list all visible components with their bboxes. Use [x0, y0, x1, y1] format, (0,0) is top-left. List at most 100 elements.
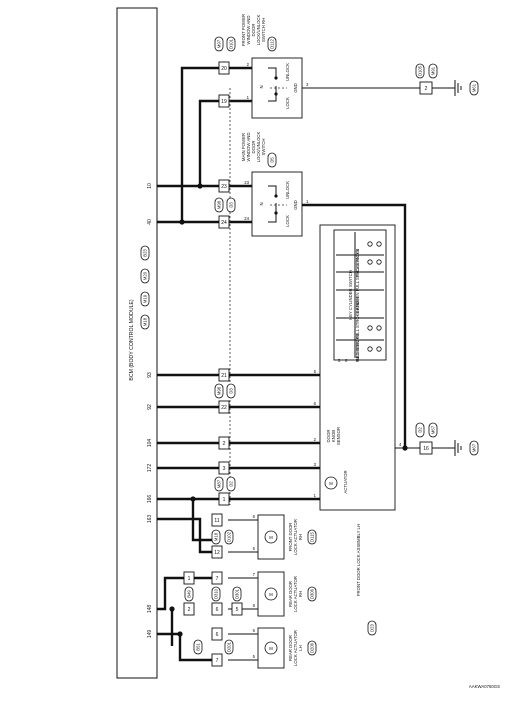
svg-text:LOCK: LOCK [285, 215, 290, 227]
svg-text:M: M [269, 592, 273, 597]
svg-text:M91: M91 [431, 66, 436, 75]
svg-text:FRONT POWER: FRONT POWER [241, 14, 246, 46]
svg-text:FULL STROKE: FULL STROKE [355, 249, 360, 278]
svg-text:LOCK ACTUATOR: LOCK ACTUATOR [293, 630, 298, 666]
front-switch-rh: 2 1 3 UNLOCK GND LOCK N FRONT POWER WIND… [241, 14, 309, 119]
svg-text:2: 2 [425, 86, 428, 92]
harness-rear-actuator-lh: 6 7 B51 D201 [193, 627, 234, 667]
svg-text:M98: M98 [217, 200, 222, 209]
svg-text:5: 5 [338, 358, 341, 363]
svg-text:1: 1 [247, 95, 250, 100]
svg-text:6: 6 [253, 514, 256, 519]
svg-text:N: N [355, 302, 360, 305]
svg-text:22: 22 [221, 405, 227, 411]
svg-text:23: 23 [244, 180, 249, 185]
contact-circle [376, 346, 382, 352]
svg-text:D201: D201 [227, 641, 232, 652]
svg-text:5: 5 [253, 546, 256, 551]
svg-text:D105: D105 [418, 65, 423, 76]
svg-text:7: 7 [253, 572, 256, 577]
svg-text:6: 6 [253, 603, 256, 608]
svg-text:4: 4 [399, 442, 402, 447]
svg-text:KNOB: KNOB [331, 430, 336, 442]
bcm-connector-pill: M19 [140, 291, 150, 307]
svg-text:M67: M67 [431, 425, 436, 434]
ground-icon [454, 440, 462, 456]
svg-text:6: 6 [314, 401, 317, 406]
harness-front-switch: 20 19 M97 D101 [214, 36, 236, 108]
svg-text:M97: M97 [217, 39, 222, 48]
bcm-terminal: 92 [147, 404, 153, 410]
svg-text:N: N [259, 202, 264, 205]
svg-text:M18: M18 [143, 317, 148, 326]
svg-text:D112: D112 [270, 38, 275, 48]
motor-icon [264, 587, 278, 601]
svg-text:D3: D3 [229, 202, 234, 208]
svg-text:D301: D301 [235, 588, 240, 599]
bcm-terminal: 149 [147, 630, 153, 639]
svg-text:7: 7 [216, 576, 219, 582]
svg-text:UNLOCK: UNLOCK [285, 63, 290, 81]
svg-text:KEY CYLINDER SWITCH: KEY CYLINDER SWITCH [348, 270, 353, 320]
svg-text:M18: M18 [214, 532, 219, 541]
contact-circle [367, 325, 373, 331]
svg-text:2: 2 [247, 62, 250, 67]
svg-text:WINDOW AND: WINDOW AND [246, 133, 251, 162]
svg-text:6: 6 [216, 607, 219, 613]
svg-text:RH: RH [298, 591, 303, 597]
svg-text:3: 3 [223, 466, 226, 472]
svg-text:M98: M98 [217, 386, 222, 395]
svg-text:LOCK: LOCK [285, 97, 290, 109]
bcm-connector-pill: M18 [140, 314, 150, 330]
svg-text:WINDOW AND: WINDOW AND [246, 16, 251, 45]
svg-text:LH: LH [298, 645, 303, 651]
contact-circle [367, 259, 373, 265]
svg-text:BETWEEN FULL STROKE AND N: BETWEEN FULL STROKE AND N [355, 249, 360, 313]
svg-text:DOOR: DOOR [326, 430, 331, 443]
bcm-terminal: 163 [147, 515, 153, 524]
bcm-connector-pill: B23 [140, 245, 150, 261]
svg-text:1: 1 [306, 199, 309, 204]
svg-text:24: 24 [221, 220, 227, 226]
svg-text:M19: M19 [143, 294, 148, 303]
svg-text:B49: B49 [187, 590, 192, 598]
svg-text:B23: B23 [143, 249, 148, 257]
svg-text:GND: GND [293, 200, 298, 210]
motor-icon [264, 641, 278, 655]
wire-main-switch-gnd [302, 203, 407, 448]
svg-text:D115: D115 [310, 531, 315, 541]
svg-text:1: 1 [223, 497, 226, 503]
wire-front-switch-1 [198, 99, 252, 186]
svg-text:M87: M87 [217, 479, 222, 488]
svg-text:M61: M61 [472, 83, 477, 92]
contact-circle [376, 325, 382, 331]
svg-text:B51: B51 [196, 643, 201, 651]
svg-text:11: 11 [214, 518, 219, 524]
wire-163 [157, 517, 212, 554]
wire-149 [157, 632, 212, 662]
motor-icon [264, 530, 278, 544]
ground-bottom: 16 D2 M67 M67 [415, 422, 479, 456]
svg-text:FRONT DOOR: FRONT DOOR [288, 523, 293, 552]
rear-door-lock-actuator-rh: M 7 6 REAR DOOR LOCK ACTUATOR RH D306 [253, 571, 317, 617]
svg-text:REAR DOOR: REAR DOOR [288, 635, 293, 661]
svg-text:2: 2 [188, 607, 191, 613]
svg-text:1: 1 [188, 576, 191, 582]
svg-text:SWITCH RH: SWITCH RH [261, 18, 266, 42]
svg-text:6: 6 [345, 358, 348, 363]
svg-text:3: 3 [306, 82, 309, 87]
svg-text:5: 5 [236, 607, 239, 613]
svg-text:M: M [269, 535, 273, 540]
svg-text:LOCK ACTUATOR: LOCK ACTUATOR [293, 519, 298, 555]
svg-text:23: 23 [221, 184, 227, 190]
bcm-terminal: 40 [147, 219, 153, 225]
svg-text:SENSOR: SENSOR [336, 427, 341, 445]
bcm-terminal: 148 [147, 605, 153, 614]
svg-text:GND: GND [293, 83, 298, 93]
ground-top: 2 D105 M91 M61 [415, 63, 479, 96]
harness-rear-actuator-rh: 1 2 7 6 5 B49 D310 D301 [183, 571, 243, 616]
bcm-module [116, 7, 158, 679]
svg-text:D306: D306 [310, 588, 315, 599]
svg-text:DOOR: DOOR [251, 141, 256, 154]
svg-text:D5: D5 [270, 157, 275, 163]
